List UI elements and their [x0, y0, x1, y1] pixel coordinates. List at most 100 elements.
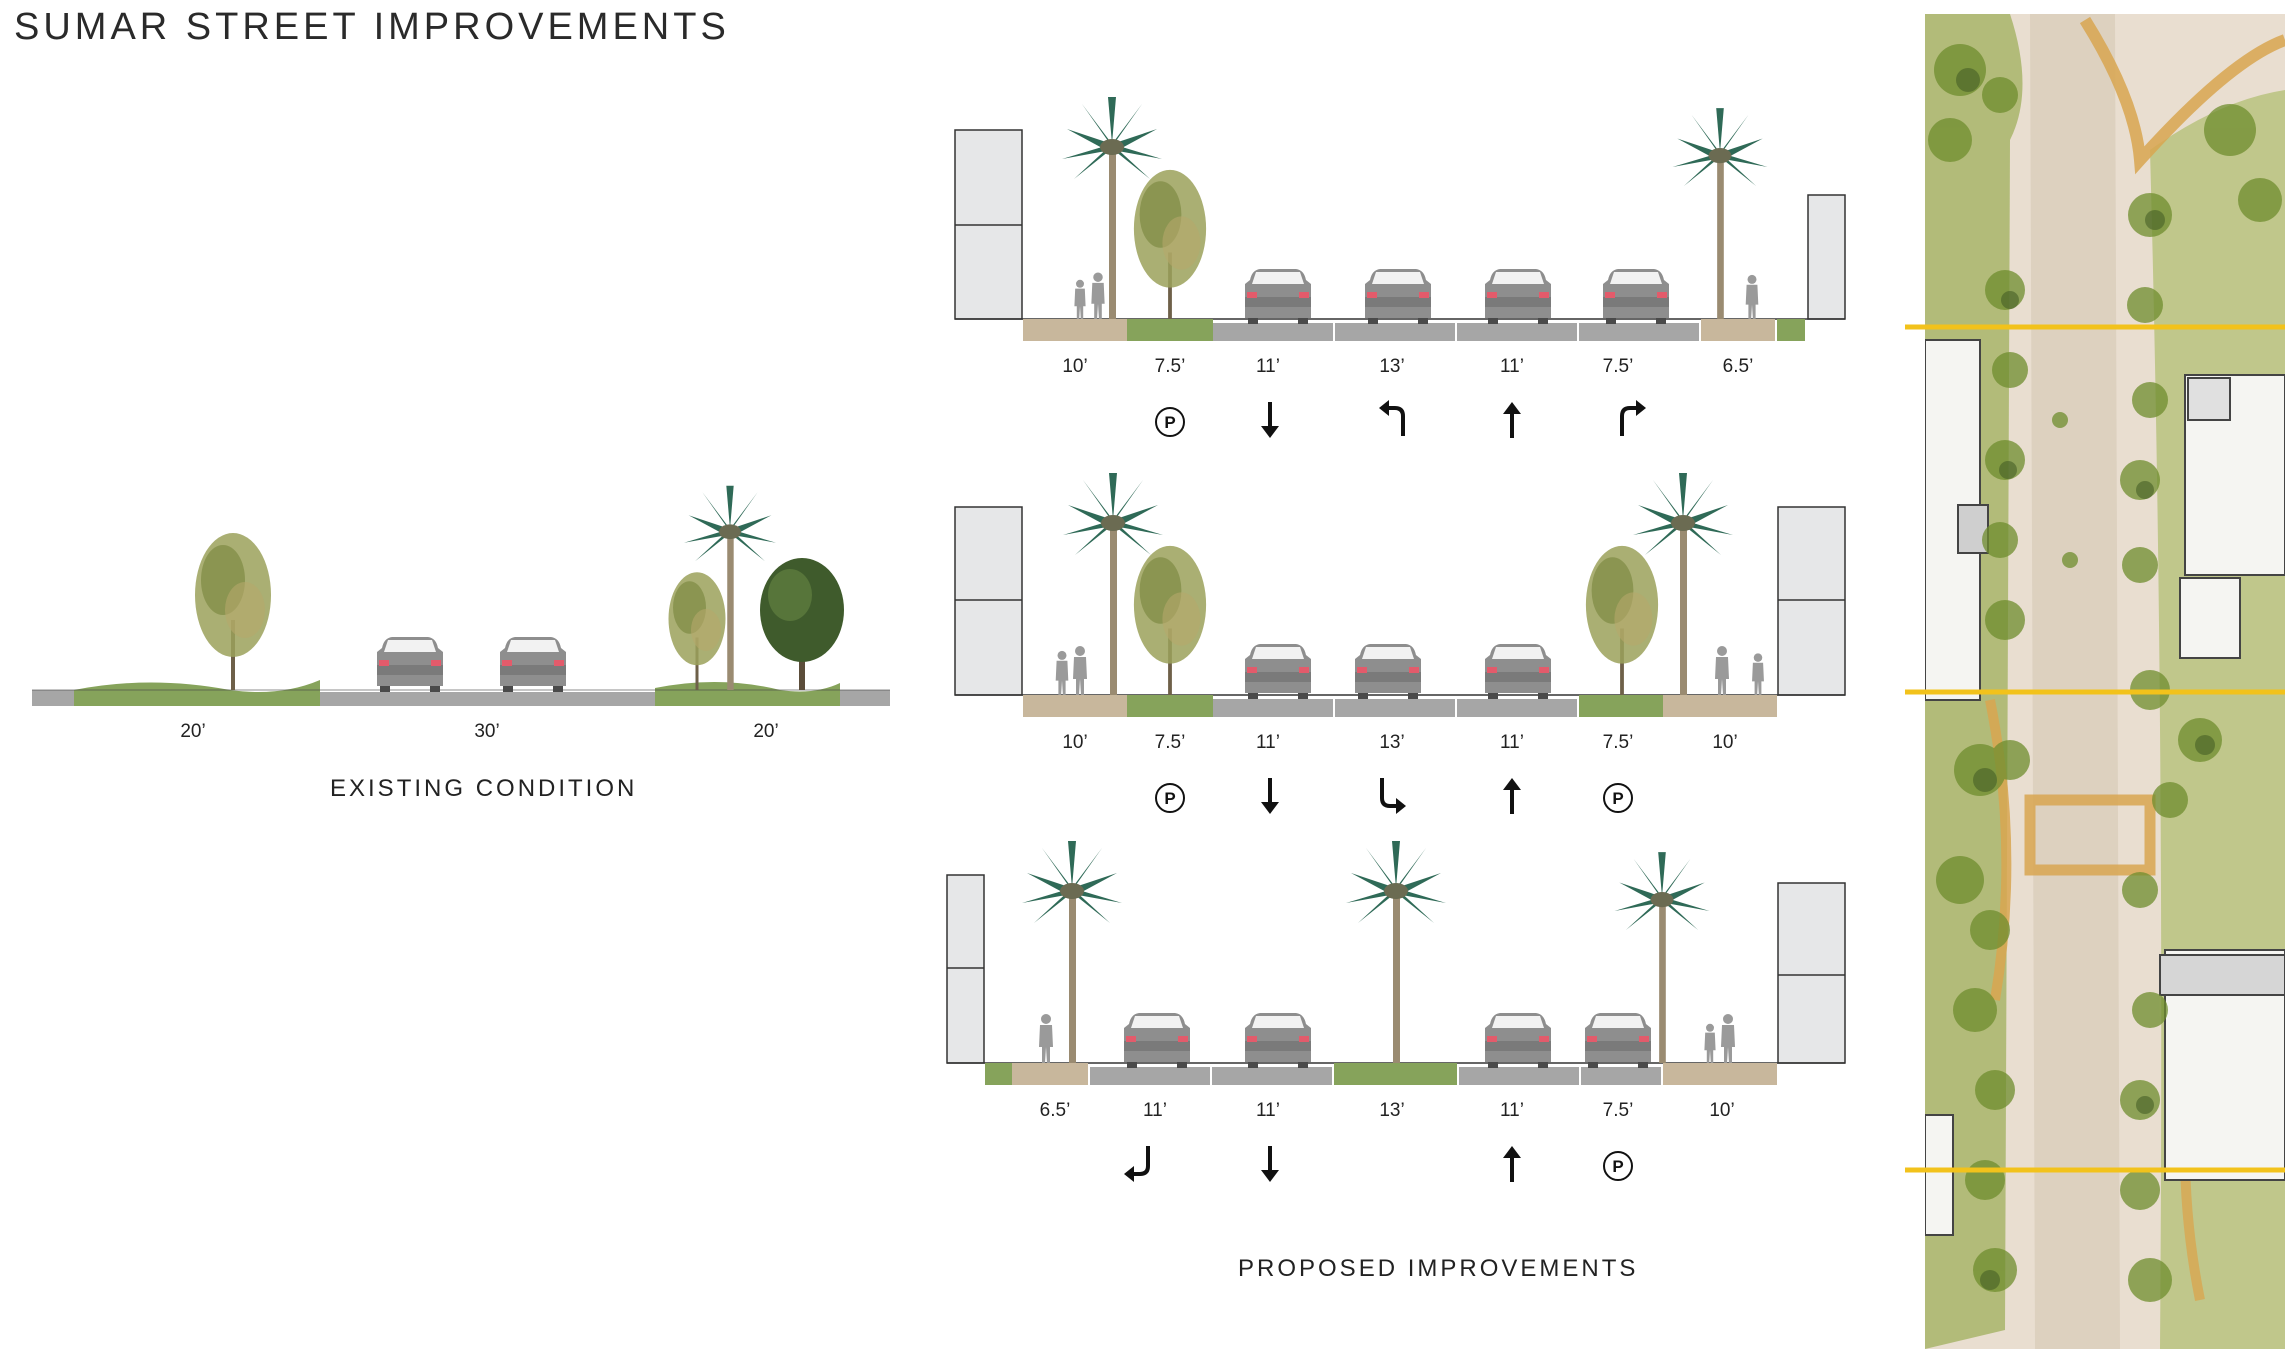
dim-label: 11’	[1256, 732, 1280, 753]
person-icon	[1721, 1014, 1735, 1063]
car-icon	[1365, 269, 1431, 324]
existing-oak-dark-icon	[760, 558, 844, 690]
sidewalk	[1023, 319, 1127, 341]
person-icon	[1074, 279, 1086, 319]
parking-icon: P	[1155, 783, 1185, 813]
road-lane	[1457, 699, 1577, 717]
person-icon	[1039, 1014, 1053, 1063]
planting-strip	[1777, 319, 1805, 341]
planting-median	[1334, 1063, 1457, 1085]
existing-road	[320, 692, 655, 706]
existing-section: 20’ 30’ 20’	[32, 485, 890, 742]
dim-label: 7.5’	[1603, 1100, 1634, 1121]
car-icon	[1485, 1013, 1551, 1068]
existing-dim-label: 20’	[753, 721, 778, 742]
existing-car-icon	[377, 637, 443, 692]
planting-strip	[1127, 319, 1213, 341]
down-left-turn-arrow-icon	[1380, 778, 1406, 814]
existing-planting-right	[655, 681, 840, 706]
existing-car-icon	[500, 637, 566, 692]
dim-label: 11’	[1256, 1100, 1280, 1121]
building-left	[946, 874, 985, 1064]
car-icon	[1124, 1013, 1190, 1068]
car-icon	[1585, 1013, 1651, 1068]
dim-label: 7.5’	[1155, 356, 1186, 377]
parking-icon: P	[1603, 783, 1633, 813]
car-icon	[1355, 644, 1421, 699]
tree-icon	[1133, 169, 1207, 319]
existing-shoulder-right	[840, 690, 890, 706]
svg-text:P: P	[1612, 789, 1623, 808]
car-icon	[1245, 1013, 1311, 1068]
sidewalk	[1701, 319, 1775, 341]
road-lane	[1213, 699, 1333, 717]
arrow-down-icon	[1261, 402, 1279, 438]
tree-icon	[1133, 545, 1207, 695]
planting-strip	[985, 1063, 1012, 1085]
svg-text:P: P	[1164, 789, 1175, 808]
building-right	[1777, 506, 1846, 696]
road-lane	[1335, 323, 1455, 341]
dim-label: 7.5’	[1603, 356, 1634, 377]
arrow-down-icon	[1261, 778, 1279, 814]
right-turn-arrow-icon	[1620, 400, 1646, 436]
proposed-section-2: 10’ 7.5’ 11’ 13’ 11’ 7.5’ 10’ P P	[954, 473, 1846, 814]
planting-strip	[1127, 695, 1213, 717]
proposed-section-1: 10’ 7.5’ 11’ 13’ 11’ 7.5’ 6.5’ P	[954, 97, 1846, 438]
person-icon	[1091, 272, 1105, 319]
dim-label: 13’	[1379, 1100, 1404, 1121]
dim-label: 6.5’	[1040, 1100, 1071, 1121]
dim-label: 10’	[1062, 356, 1087, 377]
page-title: SUMAR STREET IMPROVEMENTS	[14, 6, 730, 48]
planting-strip	[1579, 695, 1663, 717]
sidewalk	[1663, 695, 1777, 717]
existing-dim-label: 20’	[180, 721, 205, 742]
arrow-down-icon	[1261, 1146, 1279, 1182]
dim-label: 10’	[1709, 1100, 1734, 1121]
arrow-up-icon	[1503, 402, 1521, 438]
car-icon	[1485, 644, 1551, 699]
dim-label: 13’	[1379, 732, 1404, 753]
road-lane	[1212, 1067, 1332, 1085]
road-lane	[1090, 1067, 1210, 1085]
car-icon	[1245, 269, 1311, 324]
proposed-section-3: 6.5’ 11’ 11’ 13’ 11’ 7.5’ 10’ P	[946, 841, 1846, 1182]
dim-label: 10’	[1712, 732, 1737, 753]
car-icon	[1245, 644, 1311, 699]
road-lane	[1459, 1067, 1579, 1085]
parking-icon: P	[1603, 1151, 1633, 1181]
palm-tree-icon	[1022, 841, 1122, 1063]
dim-label: 11’	[1256, 356, 1280, 377]
palm-tree-icon	[1346, 841, 1446, 1063]
dim-label: 11’	[1500, 1100, 1524, 1121]
dim-label: 11’	[1500, 732, 1524, 753]
sidewalk	[1023, 695, 1127, 717]
plan-view-map	[1905, 14, 2285, 1349]
person-icon	[1055, 650, 1069, 695]
existing-shoulder-left	[32, 690, 74, 706]
dim-label: 11’	[1143, 1100, 1167, 1121]
road-lane	[1335, 699, 1455, 717]
dim-label: 10’	[1062, 732, 1087, 753]
sidewalk	[1663, 1063, 1777, 1085]
dim-label: 13’	[1379, 356, 1404, 377]
dim-label: 6.5’	[1723, 356, 1754, 377]
existing-tree-icon	[668, 572, 726, 690]
svg-text:P: P	[1612, 1157, 1623, 1176]
road-lane	[1579, 323, 1699, 341]
sidewalk	[1012, 1063, 1088, 1085]
existing-dim-label: 30’	[474, 721, 499, 742]
person-icon	[1752, 653, 1764, 695]
building-right	[1777, 882, 1846, 1064]
dim-label: 11’	[1500, 356, 1524, 377]
existing-planting-left	[74, 680, 320, 706]
down-right-turn-arrow-icon	[1124, 1146, 1150, 1182]
arrow-up-icon	[1503, 1146, 1521, 1182]
person-icon	[1073, 646, 1087, 695]
svg-text:P: P	[1164, 413, 1175, 432]
parking-icon: P	[1155, 407, 1185, 437]
proposed-improvements-caption: PROPOSED IMPROVEMENTS	[1238, 1255, 1639, 1282]
car-icon	[1603, 269, 1669, 324]
dim-label: 7.5’	[1155, 732, 1186, 753]
